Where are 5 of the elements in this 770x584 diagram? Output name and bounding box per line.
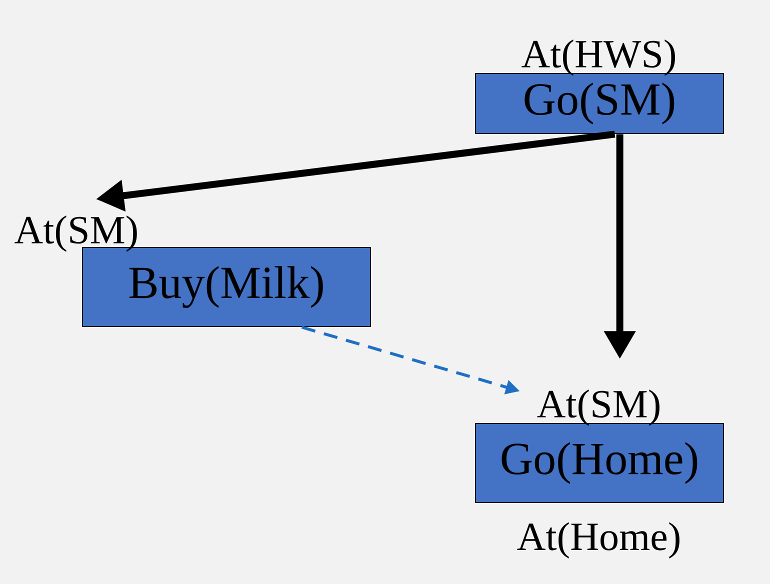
action-box: Go(Home) xyxy=(475,423,724,503)
effect-text: At(Home) xyxy=(517,522,680,558)
precondition-text: At(SM) xyxy=(537,390,660,426)
action-box: Go(SM) xyxy=(475,73,724,134)
precondition-text: At(HWS) xyxy=(522,40,675,76)
